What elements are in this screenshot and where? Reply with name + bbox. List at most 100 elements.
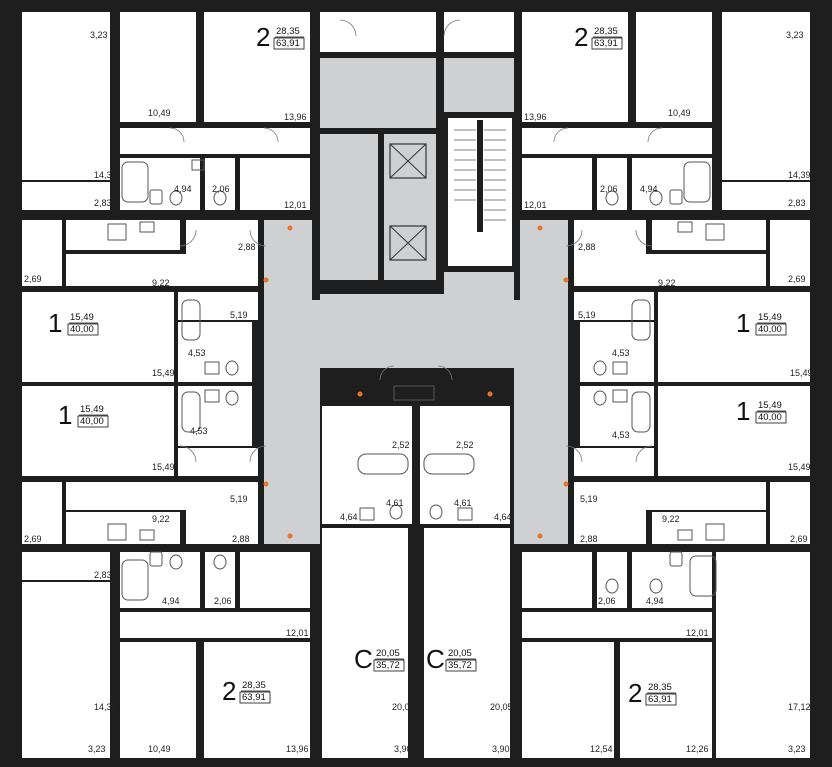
svg-text:40,00: 40,00 [80,416,104,427]
room-area-label: 14,39 [94,170,117,180]
room-area-label: 12,54 [590,744,613,754]
rooms [22,12,810,758]
common-core [264,58,568,544]
apartment-badge: C 20,05 35,72 [426,644,477,674]
room-area-label: 2,88 [232,534,250,544]
room-area-label: 2,69 [24,274,42,284]
room-area-label: 4,53 [188,348,206,358]
room-area-label: 2,88 [578,242,596,252]
room-area-label: 3,90 [394,744,412,754]
room-area-label: 4,53 [612,430,630,440]
room-area-label: 15,49 [788,462,811,472]
room-area-label: 2,83 [94,570,112,580]
svg-text:40,00: 40,00 [758,324,782,335]
svg-text:2: 2 [222,676,236,706]
svg-text:1: 1 [736,308,750,338]
room-area-label: 14,39 [94,702,117,712]
room-area-label: 15,49 [152,368,175,378]
apartment-badge: 1 15,49 40,00 [48,308,99,338]
room-area-label: 4,53 [190,426,208,436]
entrance-markers [263,225,569,539]
room-area-label: 5,19 [580,494,598,504]
svg-text:2: 2 [256,22,270,52]
room-area-label: 2,06 [212,184,230,194]
room-area-label: 4,94 [162,596,180,606]
room-area-label: 4,94 [640,184,658,194]
room-area-label: 12,01 [524,200,547,210]
room-area-labels: 3,23 10,49 13,96 14,39 2,83 4,94 2,06 12… [24,30,813,754]
room-area-label: 2,88 [580,534,598,544]
room-area-label: 4,64 [340,512,358,522]
svg-text:35,72: 35,72 [376,660,400,671]
room-area-label: 12,01 [686,628,709,638]
apartment-badge: 1 15,49 40,00 [736,308,787,338]
room-area-label: 5,19 [230,310,248,320]
svg-text:15,49: 15,49 [80,404,104,415]
svg-text:15,49: 15,49 [758,312,782,323]
room-area-label: 15,49 [790,368,813,378]
room-area-label: 20,05 [490,702,513,712]
room-area-label: 5,19 [230,494,248,504]
room-area-label: 4,61 [386,498,404,508]
fixtures [107,159,725,601]
room-area-label: 2,83 [94,198,112,208]
room-area-label: 3,23 [88,744,106,754]
room-area-label: 2,69 [788,274,806,284]
room-area-label: 9,22 [662,514,680,524]
room-area-label: 4,94 [174,184,192,194]
room-area-label: 4,53 [612,348,630,358]
apartment-badge: C 20,05 35,72 [354,644,405,674]
elevator-icon [389,143,427,261]
room-area-label: 17,12 [788,702,811,712]
room-area-label: 10,49 [148,744,171,754]
room-area-label: 12,01 [286,628,309,638]
svg-text:20,05: 20,05 [448,648,472,659]
room-area-label: 2,88 [238,242,256,252]
room-area-label: 2,06 [600,184,618,194]
doors [169,19,663,463]
room-area-label: 3,23 [90,30,108,40]
apartment-badge: 1 15,49 40,00 [58,400,109,430]
room-area-label: 2,83 [788,198,806,208]
room-area-label: 2,52 [456,440,474,450]
room-area-label: 4,61 [454,498,472,508]
room-area-label: 9,22 [658,278,676,288]
room-area-label: 2,69 [24,534,42,544]
room-area-label: 15,49 [152,462,175,472]
svg-text:20,05: 20,05 [376,648,400,659]
room-area-label: 3,23 [788,744,806,754]
svg-text:63,91: 63,91 [242,692,266,703]
svg-text:63,91: 63,91 [276,38,300,49]
svg-text:2: 2 [628,678,642,708]
room-area-label: 13,96 [524,112,547,122]
svg-text:1: 1 [48,308,62,338]
room-area-label: 12,01 [284,200,307,210]
apartment-badge: 2 28,35 63,91 [574,22,623,52]
room-area-label: 10,49 [668,108,691,118]
svg-text:28,35: 28,35 [242,680,266,691]
svg-text:63,91: 63,91 [594,38,618,49]
room-area-label: 12,26 [686,744,709,754]
svg-text:28,35: 28,35 [276,26,300,37]
room-area-label: 9,22 [152,514,170,524]
room-area-label: 9,22 [152,278,170,288]
room-area-label: 2,52 [392,440,410,450]
svg-text:1: 1 [736,396,750,426]
room-area-label: 2,06 [214,596,232,606]
room-area-label: 13,96 [286,744,309,754]
svg-text:40,00: 40,00 [758,412,782,423]
room-area-label: 14,39 [788,170,811,180]
svg-text:40,00: 40,00 [70,324,94,335]
room-area-label: 20,05 [392,702,415,712]
svg-text:15,49: 15,49 [70,312,94,323]
room-area-label: 5,19 [578,310,596,320]
svg-text:28,35: 28,35 [648,682,672,693]
room-area-label: 3,90 [492,744,510,754]
apartment-badge: 1 15,49 40,00 [736,396,787,426]
svg-text:63,91: 63,91 [648,694,672,705]
room-area-label: 10,49 [148,108,171,118]
svg-text:2: 2 [574,22,588,52]
room-area-label: 3,23 [786,30,804,40]
stair [448,118,512,266]
room-area-label: 13,96 [284,112,307,122]
